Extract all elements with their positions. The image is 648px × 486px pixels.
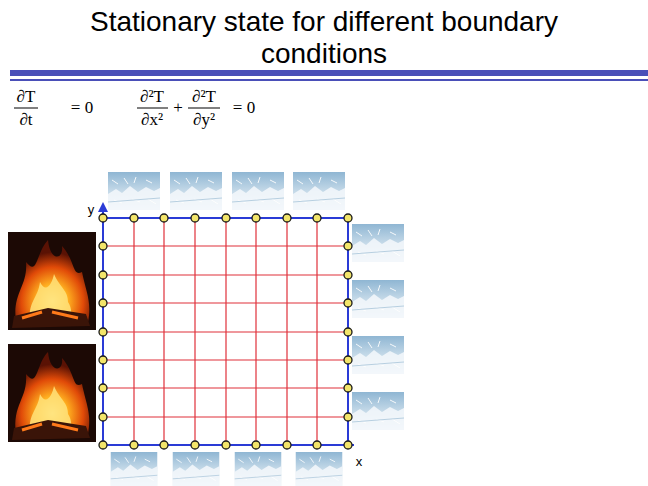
equation-term: ∂T [17, 88, 36, 106]
axis-label: y [88, 203, 95, 217]
axis-label: x [356, 455, 363, 469]
equation-term: = 0 [71, 99, 93, 117]
slide-title: Stationary state for different boundary … [84, 6, 564, 70]
equation-term: ∂x² [141, 111, 163, 129]
equation-term: + [173, 99, 183, 117]
equation-term: ∂²T [192, 88, 216, 106]
equation-term: ∂t [19, 111, 32, 129]
equation-term: ∂y² [193, 111, 215, 129]
equation-term: = 0 [233, 99, 255, 117]
equation-term: ∂²T [140, 88, 164, 106]
